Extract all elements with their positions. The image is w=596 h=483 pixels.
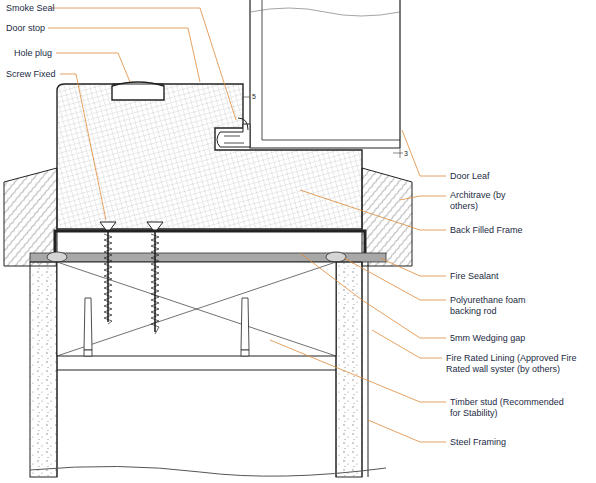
part-label: Architrave (by others) — [450, 190, 512, 212]
screw — [100, 222, 163, 334]
door-leaf — [250, 0, 400, 148]
part-label: Fire Sealant — [450, 271, 499, 282]
part-label: Door Leaf — [450, 171, 490, 182]
steel-framing — [30, 262, 386, 477]
hole-plug — [112, 82, 164, 100]
part-label: Steel Framing — [450, 437, 506, 448]
dimension-ticks — [243, 97, 407, 158]
smoke-seal — [217, 118, 250, 147]
screw-thread — [104, 234, 112, 324]
part-label: Screw Fixed — [6, 69, 56, 80]
part-label: Hole plug — [14, 48, 52, 59]
dimension-number: 5 — [251, 93, 257, 101]
frame-channel — [55, 231, 365, 253]
part-label: 5mm Wedging gap — [450, 333, 525, 344]
fire-sealant — [30, 252, 386, 262]
screw-thread — [151, 234, 159, 334]
back-filled-frame — [57, 84, 362, 229]
fire-rated-lining — [30, 262, 362, 477]
part-label: Door stop — [6, 23, 45, 34]
part-label: Smoke Seal — [6, 3, 55, 14]
part-label: Back Filled Frame — [450, 225, 523, 236]
part-label: Fire Rated Lining (Approved Fire Rated w… — [446, 353, 590, 375]
timber-stud — [57, 262, 336, 356]
part-label: Timber stud (Recommended for Stability) — [450, 397, 570, 419]
leader-line — [48, 8, 446, 442]
dimension-number: 3 — [403, 150, 409, 158]
part-label: Polyurethane foam backing rod — [450, 295, 554, 317]
